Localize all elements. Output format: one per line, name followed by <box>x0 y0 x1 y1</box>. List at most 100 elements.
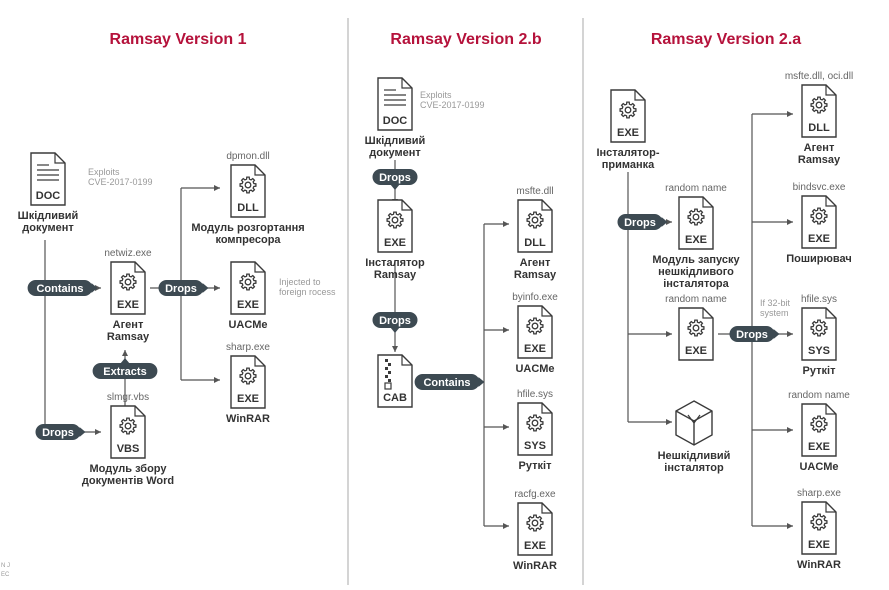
file-type-label: DOC <box>383 115 408 127</box>
pill-v1-drops-b: Drops <box>35 424 86 440</box>
node-v2b-doc: DOCШкідливийдокументExploitsCVE-2017-019… <box>365 77 485 159</box>
file-name: racfg.exe <box>514 489 556 500</box>
file-type-label: EXE <box>524 540 546 552</box>
file-type-label: SYS <box>524 440 546 452</box>
node-label: Агент <box>113 319 144 331</box>
file-gear-icon <box>110 261 146 315</box>
annotation-note: CVE-2017-0199 <box>420 100 485 110</box>
file-type-label: EXE <box>808 539 830 551</box>
node-label: Ramsay <box>107 331 150 343</box>
node-label: нешкідливого <box>658 266 734 278</box>
file-type-label: EXE <box>524 343 546 355</box>
file-type-label: EXE <box>117 299 139 311</box>
node-label: компресора <box>215 234 281 246</box>
file-name: bindsvc.exe <box>793 182 846 193</box>
file-type-label: EXE <box>384 237 406 249</box>
node-label: Агент <box>804 142 835 154</box>
file-name: sharp.exe <box>226 342 270 353</box>
file-type-label: EXE <box>808 441 830 453</box>
file-gear-icon <box>801 84 837 138</box>
file-gear-icon <box>517 199 553 253</box>
file-gear-icon <box>678 307 714 361</box>
node-v2b-cab: CAB <box>377 354 413 408</box>
node-label: Руткіт <box>519 460 553 472</box>
node-v1-doc: DOCШкідливийдокументExploitsCVE-2017-019… <box>18 152 153 234</box>
annotation-note: Injected to <box>279 277 321 287</box>
pill-v2a-drops-b: Drops <box>729 326 780 342</box>
node-label: Інсталятор <box>365 257 425 269</box>
node-label: приманка <box>602 159 655 171</box>
file-gear-icon <box>517 402 553 456</box>
file-gear-icon <box>610 89 646 143</box>
node-label: WinRAR <box>797 559 841 571</box>
file-name: random name <box>665 183 727 194</box>
pill-label: Drops <box>379 315 411 327</box>
node-label: Ramsay <box>374 269 417 281</box>
node-label: Ramsay <box>514 269 557 281</box>
pill-v2b-drops-b: Drops <box>372 312 418 333</box>
annotation-note: Exploits <box>420 90 452 100</box>
node-label: Ramsay <box>798 154 841 166</box>
annotation-note: Exploits <box>88 167 120 177</box>
node-label: Шкідливий <box>365 135 426 147</box>
pill-label: Drops <box>165 283 197 295</box>
file-name: netwiz.exe <box>104 248 152 259</box>
file-name: byinfo.exe <box>512 292 558 303</box>
file-gear-icon <box>110 405 146 459</box>
panel-title-v2a: Ramsay Version 2.a <box>651 31 801 48</box>
node-label: інсталятора <box>663 278 729 290</box>
file-name: random name <box>788 390 850 401</box>
file-gear-icon <box>230 164 266 218</box>
pill-label: Drops <box>42 427 74 439</box>
file-type-label: EXE <box>617 127 639 139</box>
node-label: WinRAR <box>513 560 557 572</box>
node-label: Модуль збору <box>89 463 167 475</box>
pill-v2b-drops-a: Drops <box>372 169 418 190</box>
node-label: Модуль розгортання <box>191 222 304 234</box>
file-type-label: DLL <box>524 237 546 249</box>
pill-v2a-drops-a: Drops <box>617 214 668 230</box>
file-name: msfte.dll <box>516 186 553 197</box>
file-type-label: EXE <box>685 234 707 246</box>
file-name: hfile.sys <box>517 389 553 400</box>
node-label: WinRAR <box>226 413 270 425</box>
node-label: Інсталятор- <box>596 147 659 159</box>
node-label: Руткіт <box>803 365 837 377</box>
file-type-label: DLL <box>237 202 259 214</box>
file-type-label: DOC <box>36 190 61 202</box>
node-label: UACMe <box>799 461 838 473</box>
pill-label: Contains <box>423 377 470 389</box>
file-type-label: EXE <box>237 393 259 405</box>
node-label: документ <box>22 222 74 234</box>
file-name: dpmon.dll <box>226 151 269 162</box>
pill-label: Drops <box>736 329 768 341</box>
pill-label: Extracts <box>103 366 146 378</box>
file-gear-icon <box>801 501 837 555</box>
node-label: Шкідливий <box>18 210 79 222</box>
node-label: Агент <box>520 257 551 269</box>
pill-label: Contains <box>36 283 83 295</box>
logo-text-line1: N J <box>1 563 10 569</box>
node-label: документів Word <box>82 475 174 487</box>
file-gear-icon <box>517 502 553 556</box>
node-label: Нешкідливий <box>658 450 731 462</box>
panel-title-v2b: Ramsay Version 2.b <box>390 31 541 48</box>
file-gear-icon <box>801 307 837 361</box>
file-gear-icon <box>377 199 413 253</box>
file-gear-icon <box>230 355 266 409</box>
panel-title-v1: Ramsay Version 1 <box>110 31 247 48</box>
file-gear-icon <box>801 403 837 457</box>
file-name: msfte.dll, oci.dll <box>785 71 853 82</box>
